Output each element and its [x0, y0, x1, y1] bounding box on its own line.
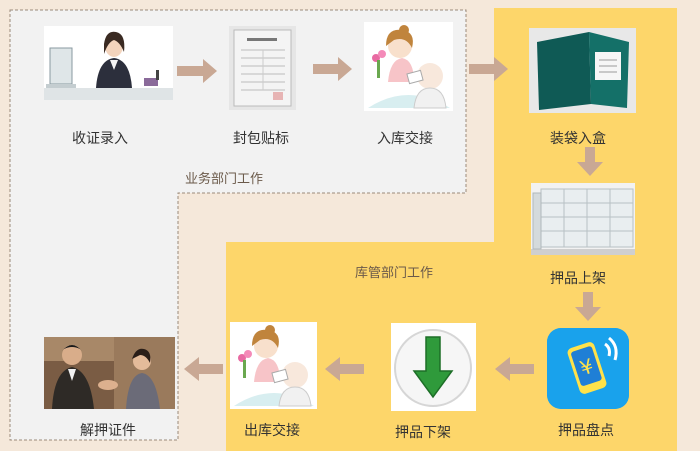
arrow-box-to-shelve	[577, 147, 603, 176]
arrow-seal-to-handover	[313, 57, 352, 81]
shelving-image	[531, 183, 635, 255]
arrow-shelve-to-inventory	[575, 292, 601, 321]
down-arrow-icon	[391, 323, 476, 411]
yuan-phone-icon: ¥	[547, 328, 629, 409]
handover-cartoon-image	[364, 22, 453, 111]
release-documents-photo	[44, 337, 175, 409]
business-section-title: 业务部门工作	[185, 172, 264, 187]
step-label-release-docs: 解押证件	[80, 423, 136, 439]
arrow-inventory-to-unshelve	[495, 357, 534, 381]
warehouse-section-title: 库管部门工作	[355, 266, 434, 281]
arrow-outbound-to-release	[184, 357, 223, 381]
step-label-unshelve: 押品下架	[395, 425, 451, 441]
step-label-bag-box: 装袋入盒	[550, 131, 606, 147]
step-label-seal-label: 封包贴标	[233, 131, 289, 147]
storage-box-image	[529, 28, 636, 113]
step-label-inventory: 押品盘点	[558, 423, 614, 439]
business-area	[9, 9, 467, 441]
arrow-unshelve-to-outbound	[325, 357, 364, 381]
step-label-storage-handover: 入库交接	[377, 131, 433, 147]
sealed-document-image	[229, 26, 296, 110]
step-label-outbound-handover: 出库交接	[244, 423, 300, 439]
office-worker-image	[44, 26, 173, 100]
step-label-shelve: 押品上架	[550, 271, 606, 287]
step-label-collect: 收证录入	[72, 131, 128, 147]
arrow-collect-to-seal	[177, 59, 217, 83]
outbound-handover-cartoon-image	[230, 322, 317, 409]
arrow-handover-to-box	[469, 57, 508, 81]
